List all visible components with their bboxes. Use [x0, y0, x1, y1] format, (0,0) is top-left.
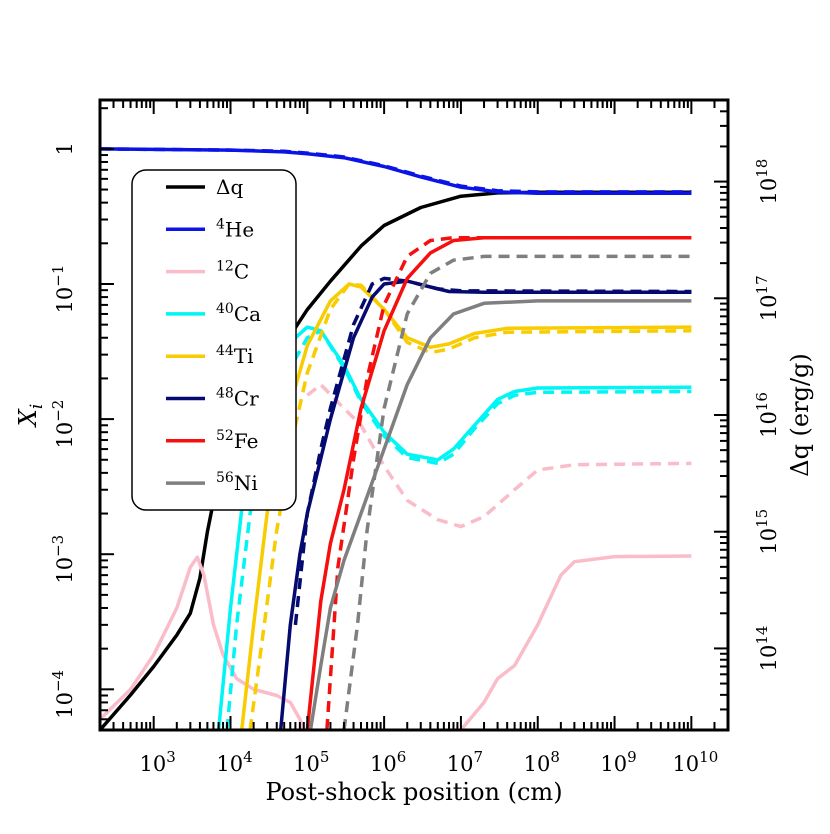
y-axis-title: Xi — [14, 404, 47, 429]
series-line-c-dashed — [306, 382, 692, 529]
legend-box — [131, 169, 297, 511]
series-line-cr-dashed — [293, 276, 692, 626]
x-tick-label: 107 — [447, 748, 483, 776]
legend-label-q: Δq — [216, 175, 243, 199]
x-tick-label: 1010 — [672, 748, 718, 776]
y-tick-label: 10−2 — [49, 400, 77, 449]
x-tick-label: 108 — [524, 748, 560, 776]
x-tick-label: 103 — [140, 748, 176, 776]
y-tick-label: 10−4 — [49, 670, 77, 719]
series-line-he-dashed — [100, 147, 692, 194]
legend-label-he: 4He — [216, 216, 254, 241]
svg-text:Xi: Xi — [14, 404, 47, 429]
tick-label-layer: 103 104 105 106 107 108 109 1010 1 10−1 10−2 10−3 10… — [49, 142, 781, 776]
series-line-ti-dashed — [248, 282, 692, 730]
y2-tick-label: 1015 — [753, 509, 781, 555]
legend-label-ca: 40Ca — [216, 301, 261, 326]
legend-label-ni: 56Ni — [216, 470, 258, 495]
series-line-ni-solid — [308, 299, 692, 730]
legend-label-ti: 44Ti — [216, 343, 254, 368]
y-tick-label: 1 — [53, 142, 77, 155]
legend: Δq 4He 12C 40Ca 44Ti 48Cr 52Fe 56Ni — [131, 169, 297, 511]
series-line-c-solid — [100, 554, 692, 730]
y2-tick-label: 1018 — [753, 159, 781, 205]
series-line-fe-solid — [305, 235, 692, 730]
y-tick-label: 10−1 — [49, 265, 77, 314]
x-tick-label: 105 — [293, 748, 329, 776]
x-tick-label: 109 — [600, 748, 636, 776]
y2-tick-label: 1017 — [753, 275, 781, 321]
y2-tick-label: 1014 — [753, 626, 781, 672]
svg-text:Δq (erg/g): Δq (erg/g) — [786, 353, 814, 477]
series-line-cr-solid — [278, 279, 692, 730]
y2-tick-label: 1016 — [753, 392, 781, 438]
legend-label-cr: 48Cr — [216, 386, 259, 411]
x-tick-label: 104 — [216, 748, 252, 776]
tick-layer — [99, 99, 729, 731]
y2-axis-title: Δq (erg/g) — [786, 353, 814, 477]
legend-label-c: 12C — [216, 259, 249, 284]
series-line-fe-dashed — [325, 235, 692, 730]
series-line-ni-dashed — [342, 254, 692, 730]
legend-label-fe: 52Fe — [216, 428, 258, 453]
x-axis-title: Post-shock position (cm) — [265, 778, 562, 806]
y-tick-label: 10−3 — [49, 535, 77, 584]
x-tick-label: 106 — [370, 748, 406, 776]
